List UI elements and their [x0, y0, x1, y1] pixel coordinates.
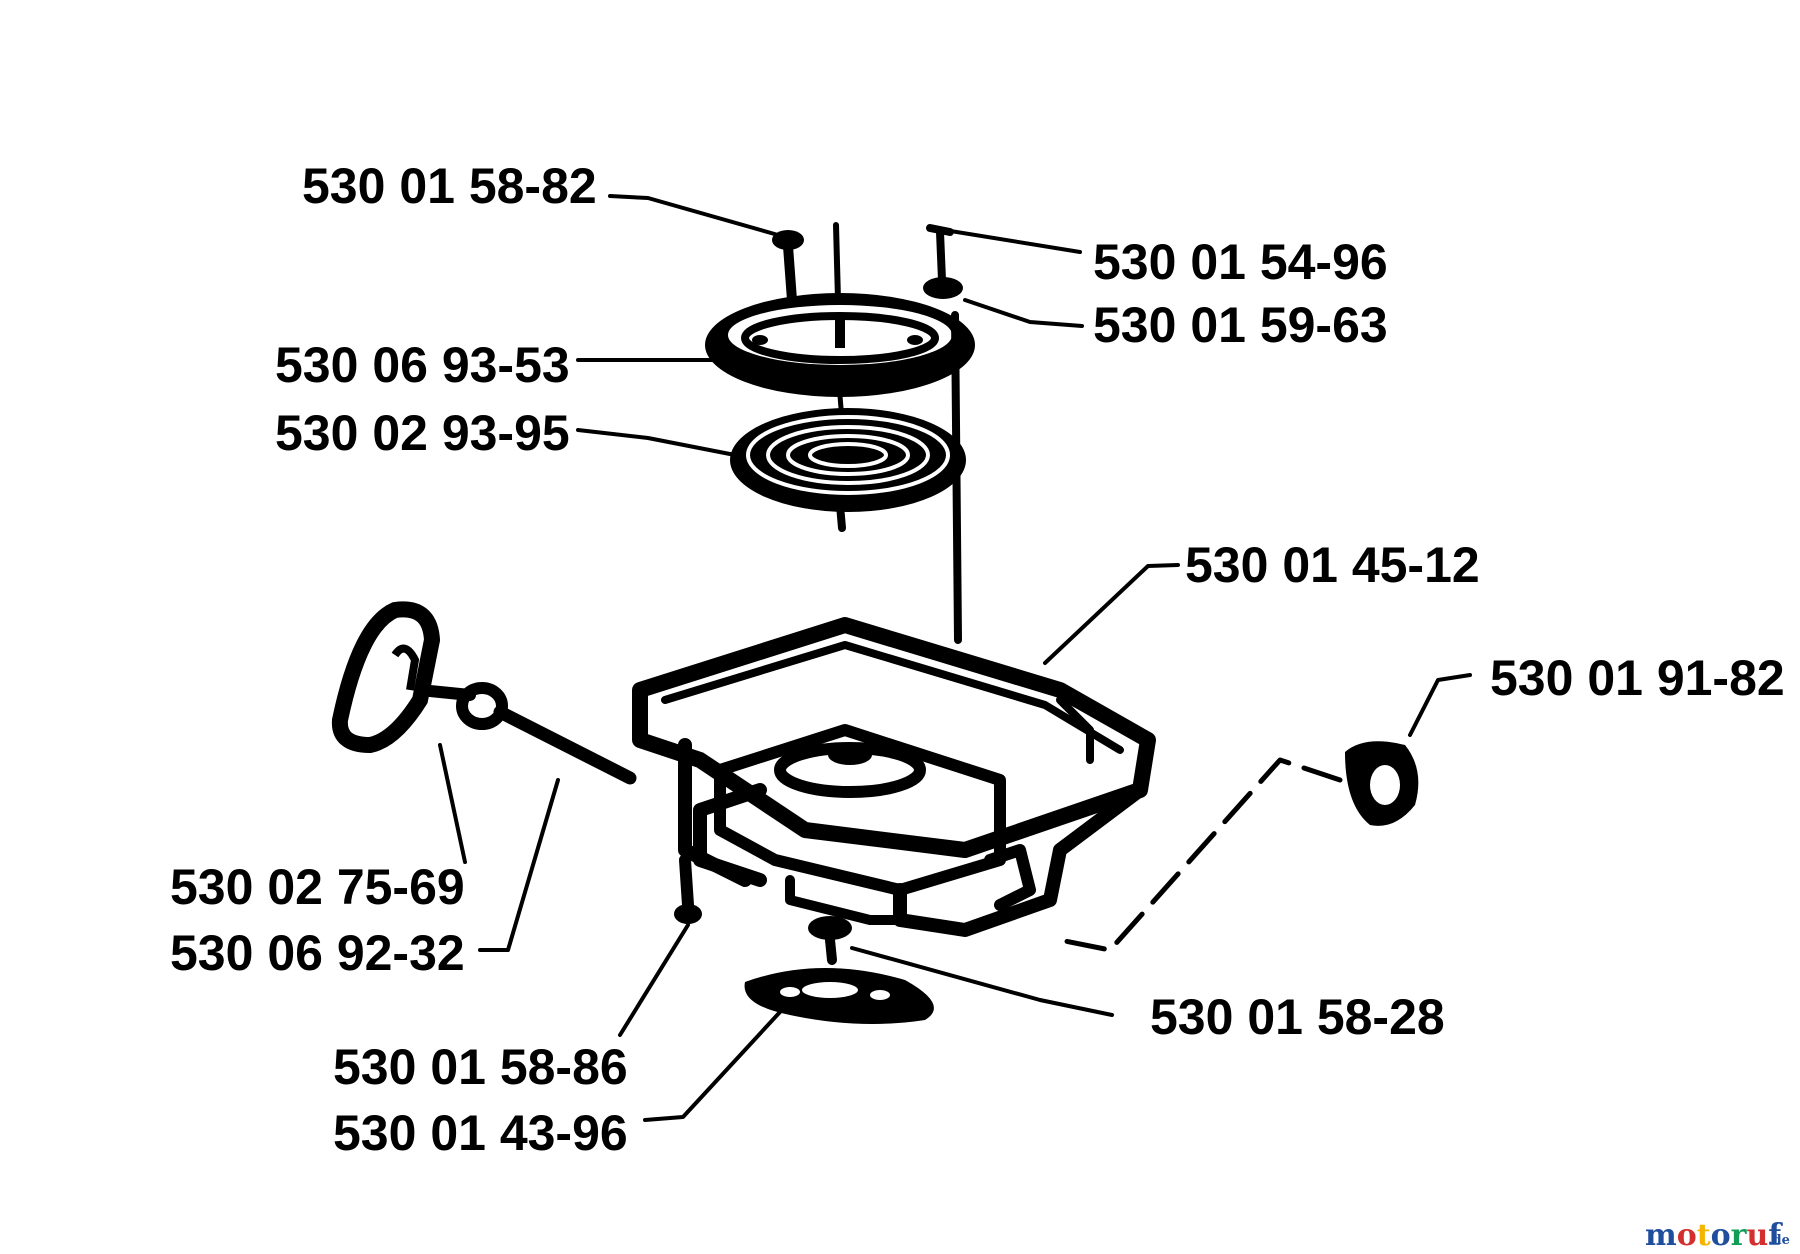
- label-nut-top: 530 01 54-96: [1093, 234, 1388, 290]
- leader-washer-bottom: [850, 946, 1114, 1017]
- housing-screw-part: [674, 854, 702, 924]
- nut-and-washer-part: [923, 224, 963, 299]
- parts-illustration: [331, 222, 1419, 1024]
- starter-rope-part: [493, 705, 637, 785]
- shaft-axis-line: [951, 311, 962, 644]
- leader-lines: [438, 194, 1472, 1122]
- starter-handle-part: [331, 601, 508, 754]
- label-pulley-screw: 530 01 58-82: [302, 158, 597, 214]
- watermark-suffix: .de: [1768, 1233, 1790, 1248]
- leader-washer-top: [963, 298, 1084, 328]
- grommet-part: [1345, 741, 1419, 826]
- central-shaft: [833, 222, 841, 303]
- leader-starter-rope: [478, 778, 560, 952]
- leader-grommet-axis: [1057, 757, 1343, 953]
- recoil-spring-part: [730, 408, 966, 532]
- starter-housing-part: [632, 617, 1156, 937]
- leader-starter-handle: [438, 743, 467, 864]
- label-starter-housing: 530 01 45-12: [1185, 537, 1480, 593]
- leader-starter-housing: [1043, 563, 1180, 665]
- pawl-plate-part: [744, 967, 934, 1024]
- leader-recoil-spring: [576, 428, 737, 457]
- label-washer-top: 530 01 59-63: [1093, 297, 1388, 353]
- label-starter-handle: 530 02 75-69: [170, 859, 465, 915]
- watermark-brand: motoruf: [1645, 1218, 1783, 1253]
- label-starter-rope: 530 06 92-32: [170, 925, 465, 981]
- washer-bottom-part: [808, 916, 852, 965]
- label-pawl-plate: 530 01 43-96: [333, 1105, 628, 1161]
- label-grommet: 530 01 91-82: [1490, 650, 1785, 706]
- leader-nut-top: [930, 226, 1082, 254]
- leader-housing-screw: [618, 923, 690, 1037]
- leader-pulley-screw: [608, 194, 780, 237]
- label-washer-bottom: 530 01 58-28: [1150, 989, 1445, 1045]
- leader-grommet: [1408, 673, 1472, 737]
- pulley-screw-part: [772, 230, 804, 305]
- label-pulley: 530 06 93-53: [275, 337, 570, 393]
- leader-pawl-plate: [643, 1010, 782, 1122]
- part-labels: 530 01 58-82 530 01 54-96 530 01 59-63 5…: [170, 158, 1785, 1161]
- watermark-logo: motoruf .de: [1645, 1218, 1790, 1253]
- label-recoil-spring: 530 02 93-95: [275, 405, 570, 461]
- label-housing-screw: 530 01 58-86: [333, 1039, 628, 1095]
- pulley-part: [705, 293, 975, 423]
